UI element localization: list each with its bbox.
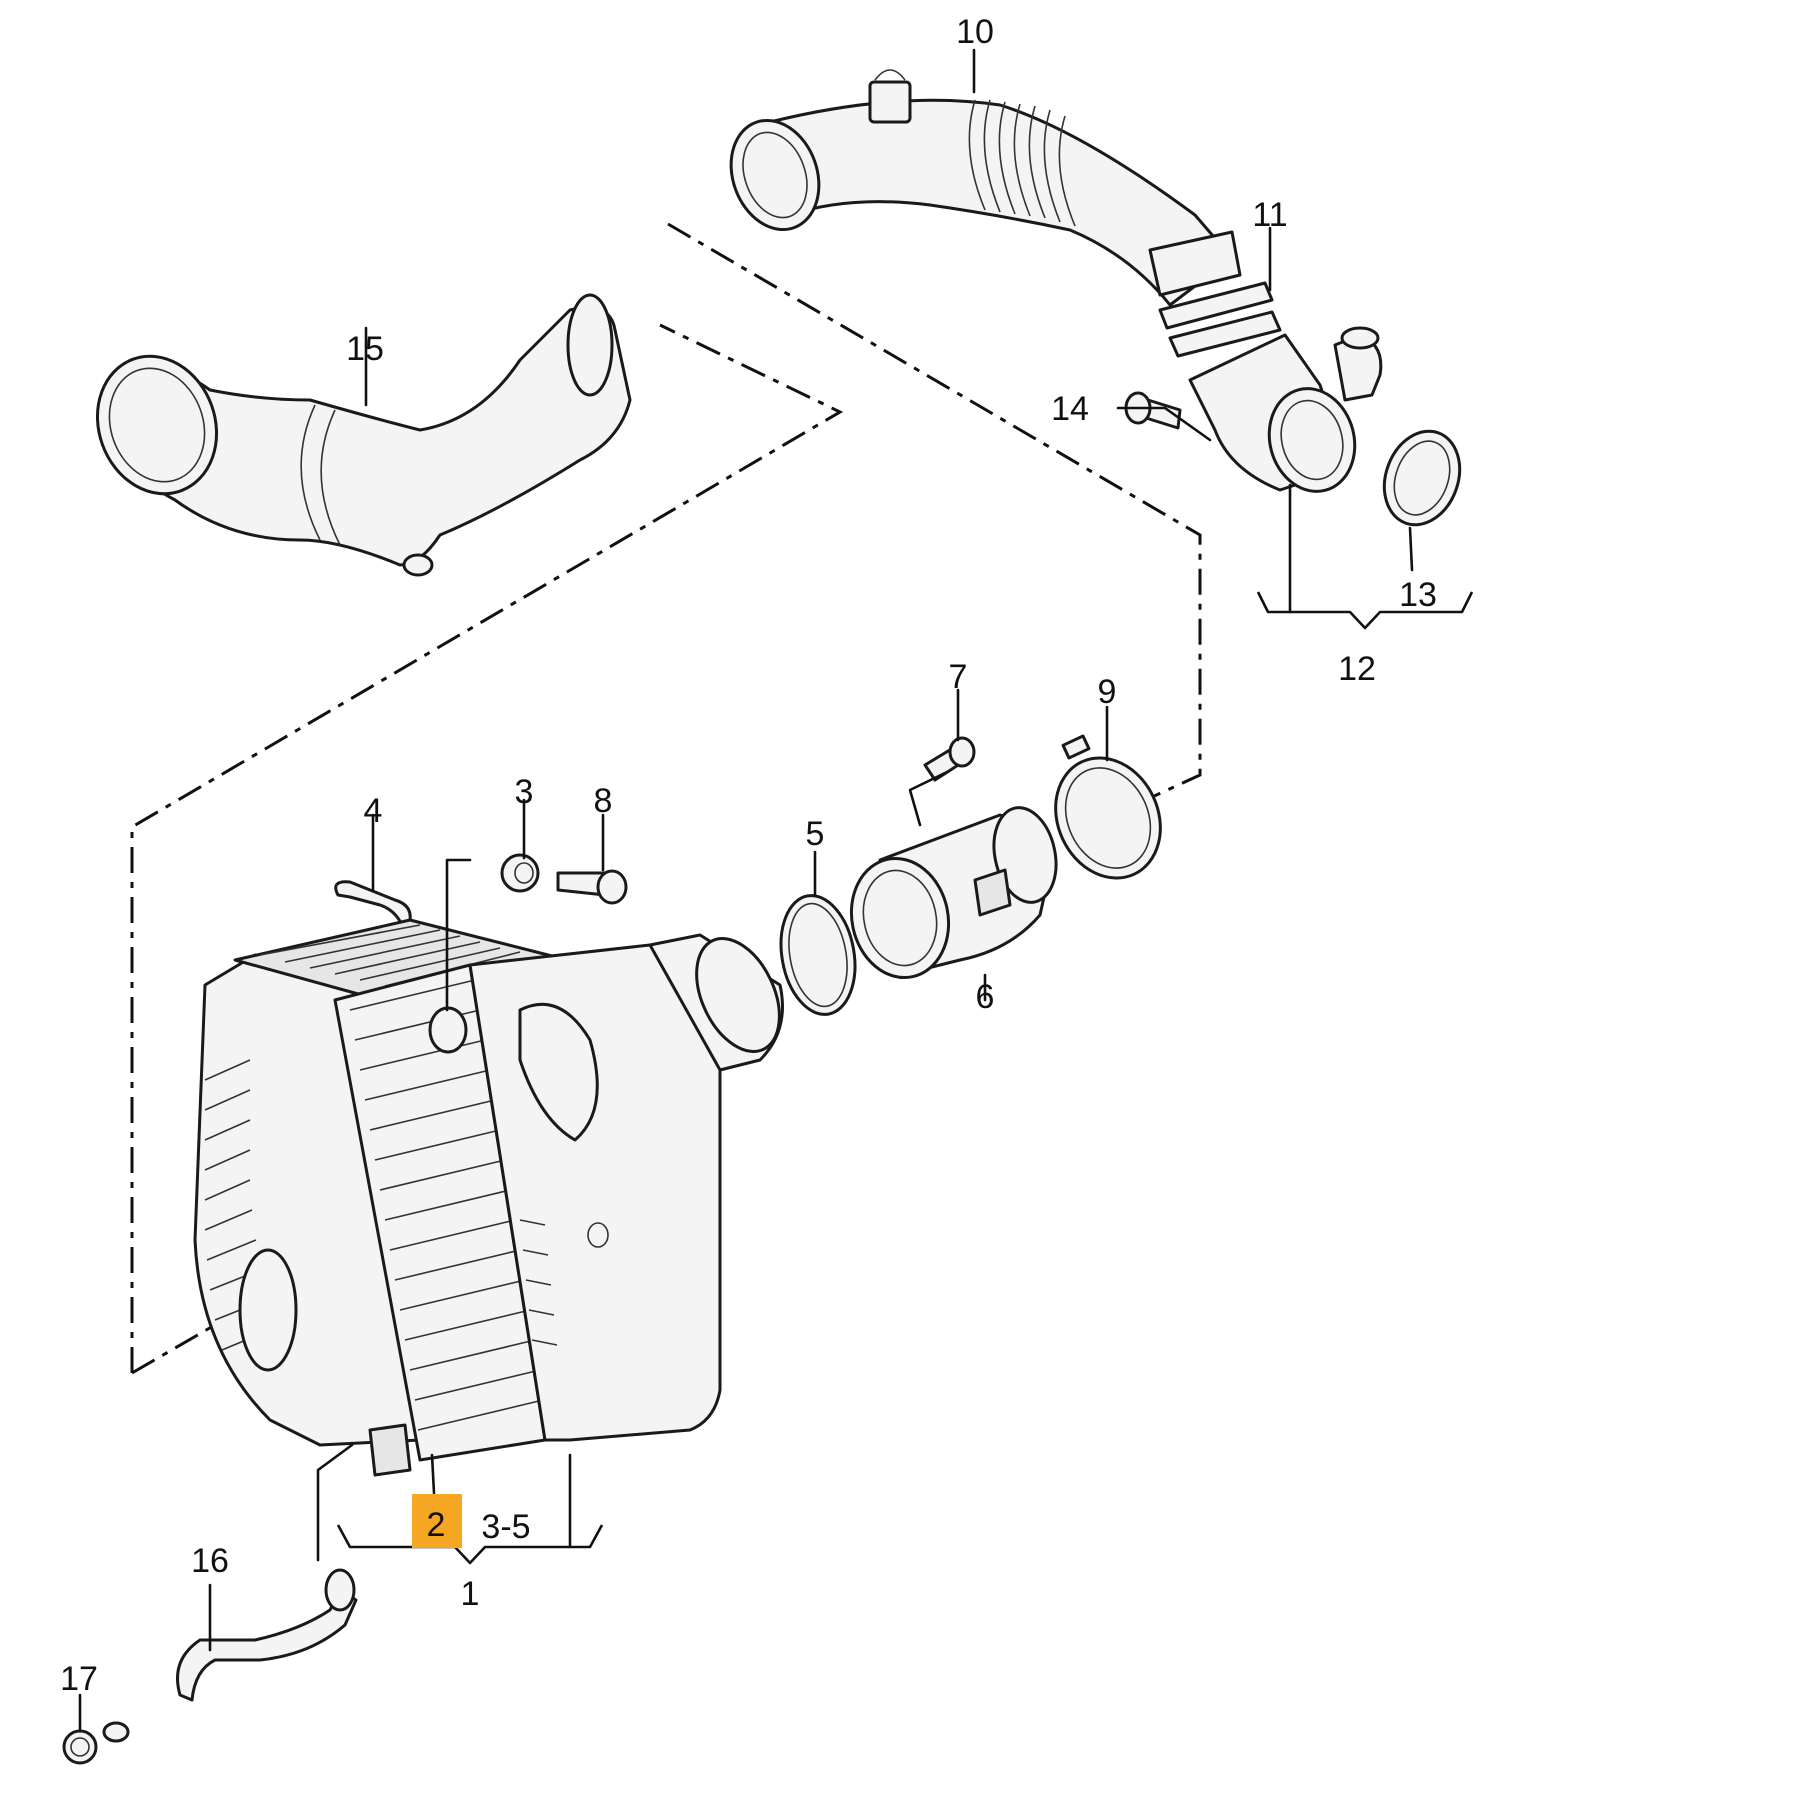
callout-16: 16 <box>191 1542 229 1580</box>
bolt-8 <box>556 869 628 905</box>
guide-line-intake-duct <box>130 323 844 1373</box>
callout-4: 4 <box>364 792 383 830</box>
bracket-12 <box>1256 591 1474 630</box>
callout-17: 17 <box>60 1660 98 1698</box>
callout-10: 10 <box>956 13 994 51</box>
ring-seal <box>1382 429 1462 527</box>
screw-7 <box>923 736 976 782</box>
air-mass-meter-6 <box>849 806 1058 980</box>
callout-highlight <box>412 1494 462 1548</box>
callout-3: 3 <box>515 773 534 811</box>
hose-16 <box>102 1568 358 1743</box>
intake-duct <box>95 293 632 577</box>
gasket-strips <box>1158 281 1282 358</box>
screw-14 <box>1124 391 1182 430</box>
connector-housing <box>1188 326 1383 493</box>
upper-intake-hose <box>729 69 1242 307</box>
hose-clamp-9 <box>1054 734 1162 880</box>
clip-4 <box>334 880 412 927</box>
air-filter-housing <box>193 918 784 1477</box>
callout-3-5: 3-5 <box>481 1508 530 1546</box>
callout-1: 1 <box>461 1575 480 1613</box>
callout-7: 7 <box>949 658 968 696</box>
bracket-1 <box>336 1524 604 1565</box>
small-clamp-17 <box>62 1729 98 1765</box>
callout-13: 13 <box>1399 576 1437 614</box>
guide-line-upper-duct <box>667 222 1202 800</box>
callout-5: 5 <box>806 815 825 853</box>
callout-8: 8 <box>594 782 613 820</box>
callout-12: 12 <box>1338 650 1376 688</box>
callout-2: 2 <box>427 1506 446 1544</box>
callout-15: 15 <box>346 330 384 368</box>
callout-14: 14 <box>1051 390 1089 428</box>
callout-9: 9 <box>1098 673 1117 711</box>
leader-lines <box>78 48 1414 1732</box>
callout-6: 6 <box>976 978 995 1016</box>
callout-11: 11 <box>1252 196 1287 234</box>
o-ring-5 <box>779 894 857 1016</box>
grommet-3 <box>500 853 540 893</box>
